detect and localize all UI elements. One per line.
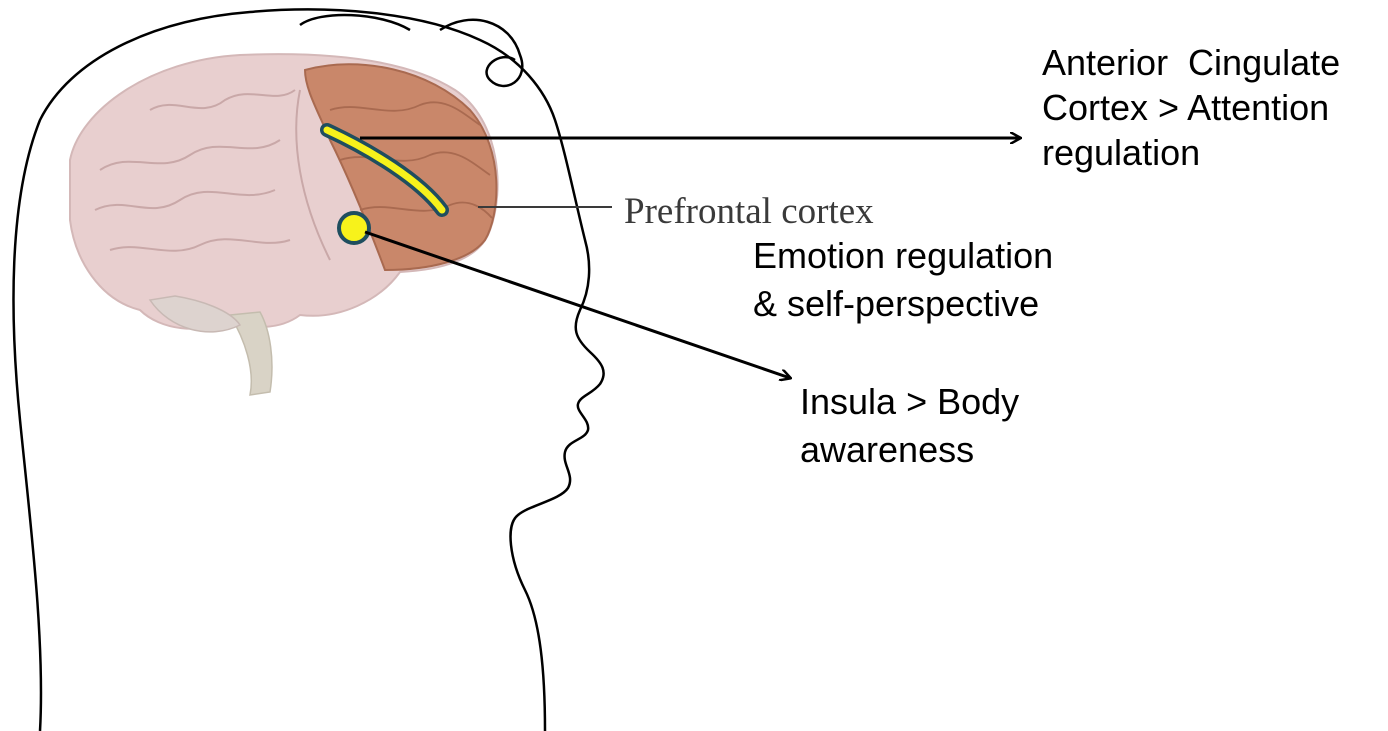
insula-label-line1: Insula > Body bbox=[800, 381, 1019, 422]
acc-label-line1: Anterior Cingulate bbox=[1042, 42, 1340, 83]
emotion-label-line1: Emotion regulation bbox=[753, 235, 1053, 276]
emotion-label-line2: & self-perspective bbox=[753, 283, 1039, 324]
prefrontal-label: Prefrontal cortex bbox=[624, 190, 874, 234]
acc-label-line3: regulation bbox=[1042, 132, 1200, 173]
insula-label: Insula > Body awareness bbox=[800, 378, 1019, 474]
insula-marker bbox=[339, 213, 369, 243]
acc-label: Anterior Cingulate Cortex > Attention re… bbox=[1042, 40, 1340, 175]
emotion-label: Emotion regulation & self-perspective bbox=[753, 232, 1053, 328]
insula-label-line2: awareness bbox=[800, 429, 974, 470]
acc-label-line2: Cortex > Attention bbox=[1042, 87, 1329, 128]
insula-arrow bbox=[365, 232, 790, 378]
